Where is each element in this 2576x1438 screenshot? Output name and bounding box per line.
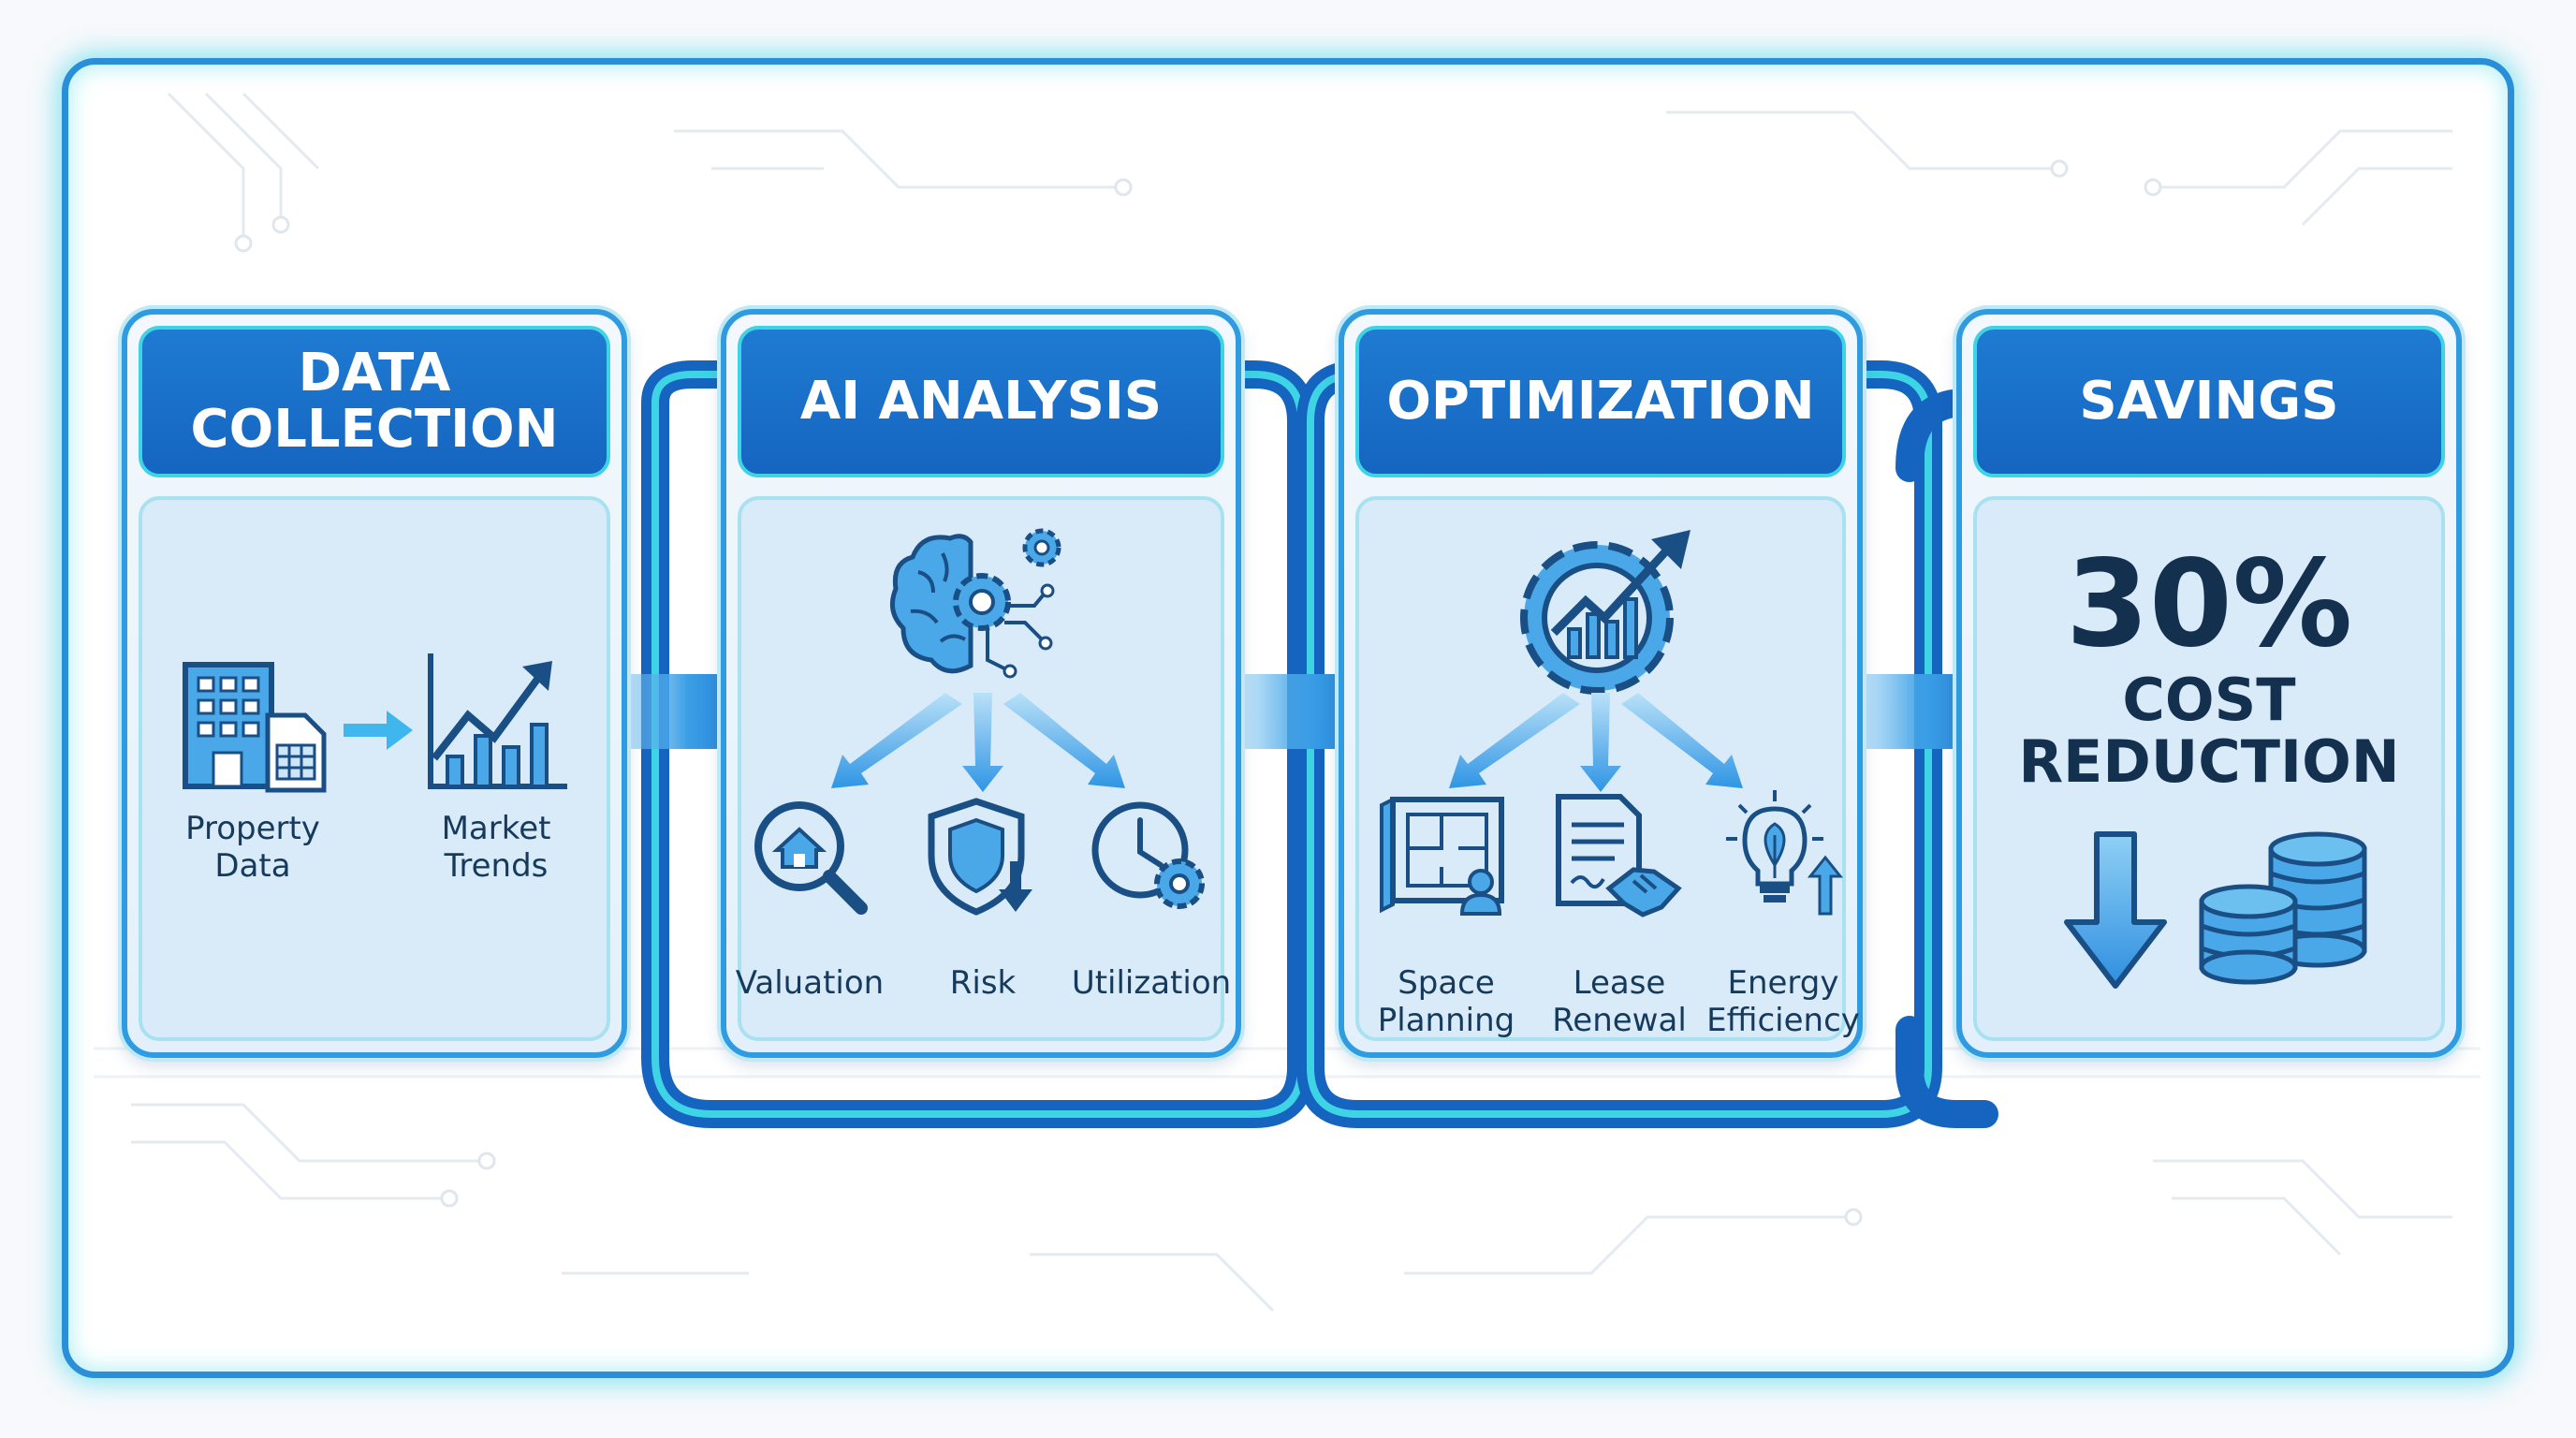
clock-gear-icon	[1091, 801, 1205, 909]
lightbulb-leaf-icon	[1726, 790, 1844, 916]
stage-title: SAVINGS	[2079, 371, 2339, 432]
coin-stack-icon	[2199, 831, 2367, 985]
small-arrow-icon	[344, 711, 413, 750]
savings-percentage: 30%	[2065, 535, 2353, 674]
item-label: Market Trends	[441, 810, 551, 885]
stage-optimization: OPTIMIZATION	[1339, 309, 1863, 1058]
savings-caption: COST REDUCTION	[2018, 666, 2400, 796]
item-label: Valuation	[735, 964, 885, 1002]
fan-out-arrows	[831, 693, 1125, 792]
stage-header: DATA COLLECTION	[139, 326, 610, 477]
item-label: Energy Efficiency	[1706, 964, 1860, 1039]
item-label: Risk	[949, 964, 1017, 1002]
stage-data-collection: DATA COLLECTION	[122, 309, 627, 1058]
floor-plan-icon	[1380, 796, 1504, 916]
stage-title: OPTIMIZATION	[1386, 371, 1815, 432]
stage-title: DATA COLLECTION	[190, 343, 559, 460]
down-arrow-icon	[2064, 831, 2167, 989]
stage-header: SAVINGS	[1973, 326, 2445, 477]
item-label: Property Data	[185, 810, 320, 885]
item-label: Space Planning	[1377, 964, 1515, 1039]
stage-ai-analysis: AI ANALYSIS	[721, 309, 1241, 1058]
item-label: Utilization	[1071, 964, 1232, 1002]
stage-header: AI ANALYSIS	[738, 326, 1224, 477]
house-magnifier-icon	[754, 801, 868, 915]
gear-growth-icon	[1520, 530, 1690, 695]
trend-chart-icon	[428, 653, 567, 789]
fan-out-arrows	[1449, 693, 1743, 792]
stage-header: OPTIMIZATION	[1355, 326, 1846, 477]
shield-down-icon	[928, 798, 1032, 916]
contract-handshake-icon	[1556, 794, 1682, 917]
stage-title: AI ANALYSIS	[799, 371, 1163, 432]
brain-gear-icon	[889, 528, 1061, 679]
item-label: Lease Renewal	[1552, 964, 1687, 1039]
stage-savings: SAVINGS 30% COST REDUCTION	[1956, 309, 2462, 1058]
building-spreadsheet-icon	[183, 662, 327, 793]
